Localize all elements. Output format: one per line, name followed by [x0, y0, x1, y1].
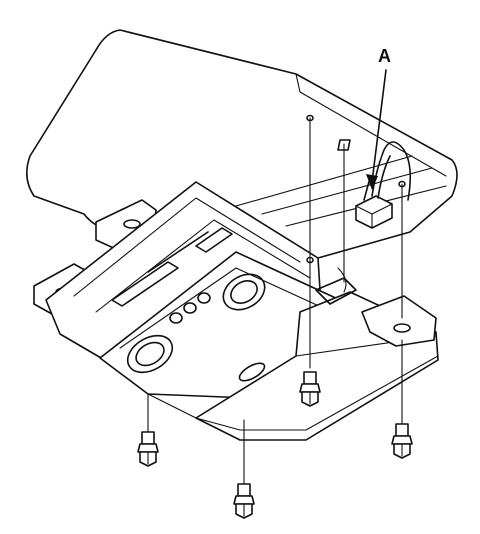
- connector: [355, 141, 412, 229]
- bolt-2: [137, 431, 159, 467]
- bolt-1: [299, 371, 321, 407]
- overhead-console-unit: [33, 181, 439, 441]
- callout-a: A: [366, 46, 391, 190]
- bolt-3: [233, 483, 255, 519]
- bolt-4: [391, 423, 413, 459]
- guide-lines: [147, 114, 406, 485]
- callout-a-label: A: [378, 46, 391, 66]
